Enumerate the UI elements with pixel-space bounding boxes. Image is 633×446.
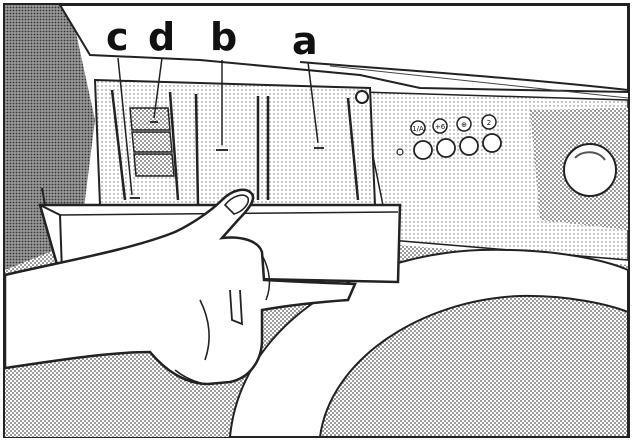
compartment-d-insert — [130, 108, 174, 176]
symbol-1a: 1/A — [412, 125, 424, 133]
symbol-6: +6 — [435, 123, 446, 131]
label-compartment-a: a — [292, 22, 318, 60]
label-compartment-d: d — [148, 18, 175, 56]
label-compartment-c: c — [106, 18, 129, 56]
symbol-plus: ⊕ — [461, 121, 467, 129]
drawer-release-pin — [356, 91, 368, 103]
program-knob-icon — [564, 144, 616, 196]
label-compartment-b: b — [210, 18, 237, 56]
symbol-2: 2 — [487, 119, 491, 127]
